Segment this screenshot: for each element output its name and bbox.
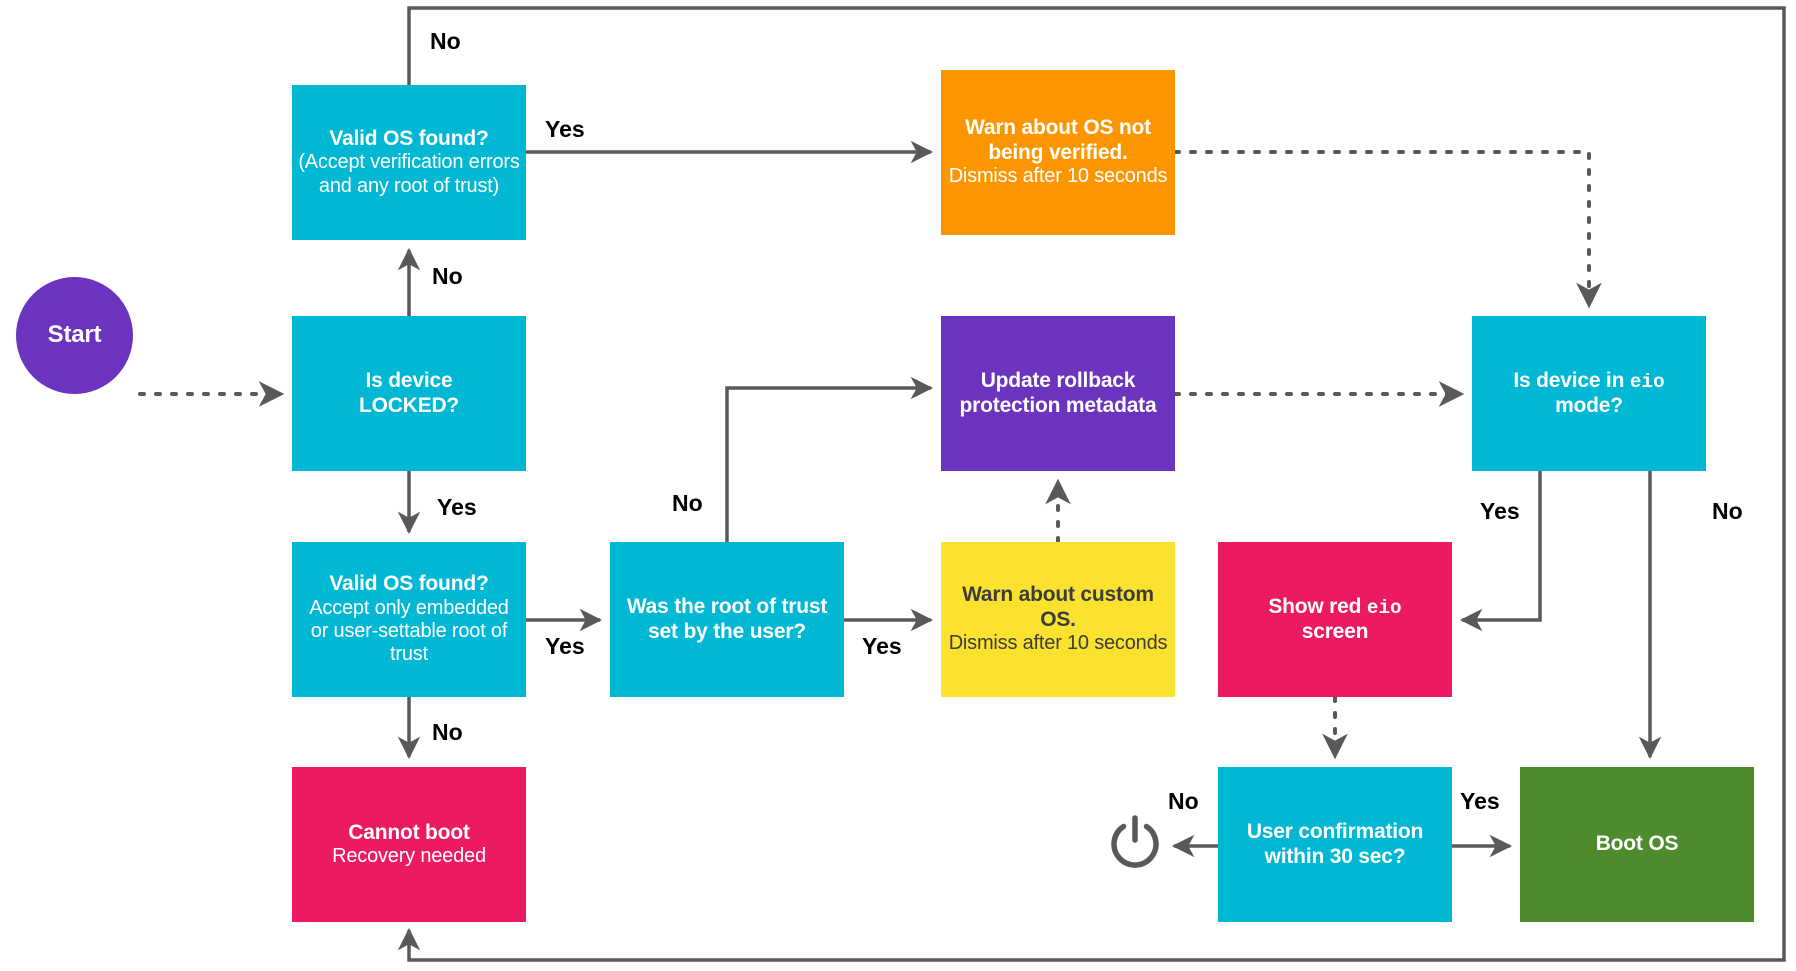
edge-eio-yes-to-showred: [1459, 471, 1542, 632]
edge-label-yes-locked-validos: Yes: [437, 494, 477, 520]
edge-label-yes-validos-root: Yes: [545, 633, 585, 659]
node-user-confirmation-30-sec[interactable]: User confirmation within 30 sec?: [1218, 767, 1452, 922]
node-user-confirmation-30-sec-title: User confirmation within 30 sec?: [1246, 819, 1424, 868]
node-show-red-eio-screen[interactable]: Show red eio screen: [1218, 542, 1452, 697]
node-update-rollback-protection-metadata[interactable]: Update rollback protection metadata: [941, 316, 1175, 471]
edge-label-no-top-loop: No: [430, 28, 461, 54]
node-valid-os-found-locked[interactable]: Valid OS found? Accept only embedded or …: [292, 542, 526, 697]
node-is-device-locked-title-line2: LOCKED?: [358, 393, 460, 417]
eio-prefix-text: Is device in: [1513, 368, 1630, 392]
edge-warn-unverified-to-eio: [1173, 150, 1602, 309]
edge-label-no-eio-bootos: No: [1712, 498, 1743, 524]
node-start[interactable]: Start: [16, 277, 133, 394]
node-show-red-eio-screen-title-line1: Show red eio: [1268, 595, 1401, 620]
node-valid-os-found-locked-title: Valid OS found?: [329, 572, 489, 596]
node-update-rollback-protection-metadata-title: Update rollback protection metadata: [959, 368, 1157, 417]
node-is-device-in-eio-mode-title-line2: mode?: [1555, 393, 1623, 417]
power-off-glyph: [1111, 815, 1159, 868]
edge-label-no-userconf-power: No: [1168, 788, 1199, 814]
node-cannot-boot-title: Cannot boot: [348, 820, 470, 844]
node-is-device-in-eio-mode-title-line1: Is device in eio: [1513, 369, 1664, 394]
node-valid-os-found-unlocked-title: Valid OS found?: [329, 126, 489, 150]
eio-keyword-red: eio: [1366, 596, 1402, 619]
edge-label-yes-eio-showred: Yes: [1480, 498, 1520, 524]
edge-label-yes-unlocked-warn: Yes: [545, 116, 585, 142]
node-valid-os-found-unlocked[interactable]: Valid OS found? (Accept verification err…: [292, 85, 526, 240]
node-was-root-of-trust-set-by-user-title: Was the root of trust set by the user?: [626, 594, 828, 643]
edge-label-yes-root-warncustom: Yes: [862, 633, 902, 659]
node-show-red-eio-screen-title-line2: screen: [1301, 619, 1369, 643]
edge-label-no-locked-to-validos: No: [432, 263, 463, 289]
show-red-prefix-text: Show red: [1268, 594, 1367, 618]
node-boot-os-title: Boot OS: [1595, 832, 1679, 856]
eio-keyword: eio: [1629, 370, 1665, 393]
node-warn-custom-os-subtitle: Dismiss after 10 seconds: [948, 632, 1168, 655]
edge-root-no-to-rollback: [725, 376, 934, 542]
node-warn-os-not-verified[interactable]: Warn about OS not being verified. Dismis…: [941, 70, 1175, 235]
node-warn-os-not-verified-subtitle: Dismiss after 10 seconds: [948, 165, 1168, 188]
node-valid-os-found-unlocked-subtitle: (Accept verification errors and any root…: [298, 151, 520, 197]
node-warn-os-not-verified-title: Warn about OS not being verified.: [965, 116, 1151, 164]
node-was-root-of-trust-set-by-user[interactable]: Was the root of trust set by the user?: [610, 542, 844, 697]
node-warn-custom-os-title: Warn about custom OS.: [962, 583, 1154, 631]
node-is-device-locked[interactable]: Is device LOCKED?: [292, 316, 526, 471]
node-start-title: Start: [47, 321, 102, 349]
node-cannot-boot[interactable]: Cannot boot Recovery needed: [292, 767, 526, 922]
power-off-icon: [1103, 810, 1167, 874]
node-valid-os-found-locked-subtitle: Accept only embedded or user-settable ro…: [309, 596, 509, 666]
edge-label-yes-userconf-bootos: Yes: [1460, 788, 1500, 814]
node-is-device-in-eio-mode[interactable]: Is device in eio mode?: [1472, 316, 1706, 471]
edge-label-no-validos-cannotboot: No: [432, 719, 463, 745]
node-warn-custom-os[interactable]: Warn about custom OS. Dismiss after 10 s…: [941, 542, 1175, 697]
node-boot-os[interactable]: Boot OS: [1520, 767, 1754, 922]
edge-label-no-root-rollback: No: [672, 490, 703, 516]
node-is-device-locked-title-line1: Is device: [365, 368, 453, 392]
node-cannot-boot-subtitle: Recovery needed: [332, 845, 486, 868]
